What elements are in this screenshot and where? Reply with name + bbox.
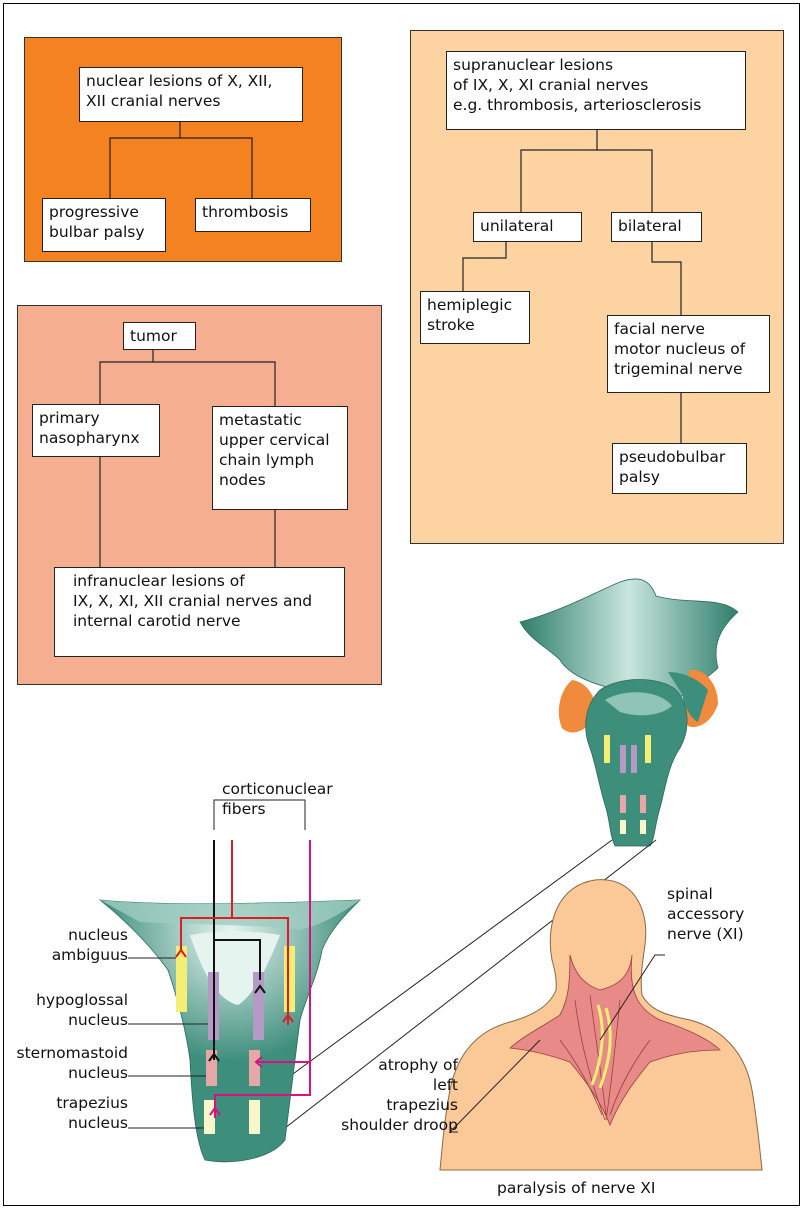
body-illustration xyxy=(439,879,763,1171)
pseudobulbar-palsy-box: pseudobulbar palsy xyxy=(612,443,747,494)
outer-frame xyxy=(3,3,800,1206)
thrombosis-box: thrombosis xyxy=(195,198,311,232)
tumor-panel-connectors xyxy=(99,350,276,567)
large-brainstem xyxy=(98,899,362,1163)
bilateral-box: bilateral xyxy=(611,212,702,242)
hemiplegic-stroke-box: hemiplegic stroke xyxy=(420,291,530,344)
metastatic-nodes-box: metastatic upper cervical chain lymph no… xyxy=(212,406,348,510)
supranuclear-panel-connectors xyxy=(462,130,682,443)
paralysis-caption: paralysis of nerve XI xyxy=(497,1179,656,1197)
left-leader-lines xyxy=(128,957,208,1129)
facial-nerve-box: facial nerve motor nucleus of trigeminal… xyxy=(607,315,770,393)
nuclear-panel-connectors xyxy=(109,122,253,198)
atrophy-trapezius-label: atrophy of left trapezius shoulder droop xyxy=(341,1056,458,1134)
progressive-bulbar-palsy-box: progressive bulbar palsy xyxy=(42,198,166,252)
infranuclear-lesions-box: infranuclear lesions of IX, X, XI, XII c… xyxy=(54,567,345,657)
hypoglossal-nucleus-label: hypoglossal nucleus xyxy=(36,991,128,1029)
spinal-accessory-nerve-label: spinal accessory nerve (XI) xyxy=(667,885,745,943)
corticonuclear-fibers xyxy=(175,840,311,1118)
tumor-box: tumor xyxy=(123,322,196,350)
corticonuclear-fibers-label: corticonuclear fibers xyxy=(222,780,333,818)
supranuclear-lesions-box: supranuclear lesions of IX, X, XI crania… xyxy=(446,51,746,130)
right-leader-lines xyxy=(448,954,665,1133)
primary-nasopharynx-box: primary nasopharynx xyxy=(32,404,160,457)
unilateral-box: unilateral xyxy=(473,212,582,242)
trapezius-nucleus-label: trapezius nucleus xyxy=(56,1094,128,1132)
nucleus-ambiguus-label: nucleus ambiguus xyxy=(51,926,128,964)
corticonuclear-bracket xyxy=(213,799,306,830)
sternomastoid-nucleus-label: sternomastoid nucleus xyxy=(16,1044,128,1082)
small-brainstem xyxy=(519,578,739,847)
nuclear-lesions-box: nuclear lesions of X, XII, XII cranial n… xyxy=(79,67,303,122)
